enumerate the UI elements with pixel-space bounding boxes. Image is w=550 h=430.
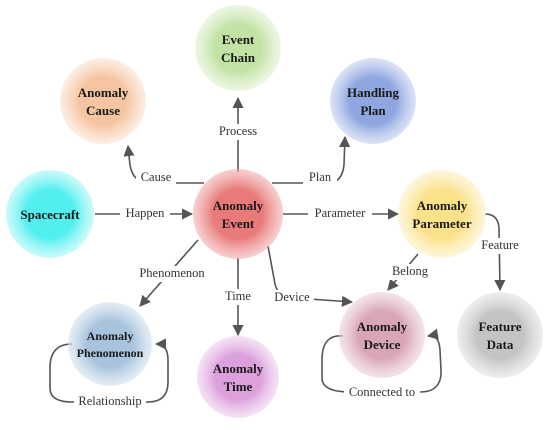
node-event-chain[interactable]: Event Chain [195,5,281,91]
node-event-chain-circle [195,5,281,91]
node-anomaly-event[interactable]: Anomaly Event [193,169,283,259]
node-anomaly-parameter-circle [398,170,486,258]
node-anomaly-device-line2: Device [364,337,401,352]
node-handling-plan[interactable]: Handling Plan [330,58,416,144]
node-feature-data[interactable]: Feature Data [457,292,543,378]
edge-label-happen: Happen [126,206,166,220]
node-anomaly-parameter-line1: Anomaly [417,198,468,213]
node-anomaly-event-circle [193,169,283,259]
edge-label-relationship: Relationship [78,394,141,408]
edge-label-connected-to: Connected to [349,385,415,399]
node-anomaly-event-line2: Event [222,216,255,231]
node-spacecraft[interactable]: Spacecraft [6,170,94,258]
node-handling-plan-circle [330,58,416,144]
node-anomaly-time-line2: Time [224,379,253,394]
node-event-chain-line2: Chain [221,50,256,65]
node-anomaly-cause-circle [60,58,146,144]
edge-label-device: Device [274,290,310,304]
node-anomaly-cause-line1: Anomaly [78,85,129,100]
node-feature-data-line2: Data [487,337,514,352]
node-feature-data-circle [457,292,543,378]
edge-label-plan: Plan [309,170,332,184]
node-anomaly-cause[interactable]: Anomaly Cause [60,58,146,144]
node-feature-data-line1: Feature [478,319,521,334]
node-anomaly-phenomenon[interactable]: Anomaly Phenomenon [68,302,152,386]
node-handling-plan-line2: Plan [360,103,386,118]
edge-feature-line [484,213,506,292]
node-spacecraft-line1: Spacecraft [20,207,80,222]
node-handling-plan-line1: Handling [347,85,400,100]
node-anomaly-parameter[interactable]: Anomaly Parameter [398,170,486,258]
node-anomaly-device-line1: Anomaly [357,319,408,334]
node-anomaly-phenomenon-line1: Anomaly [87,329,134,343]
node-spacecraft-circle [6,170,94,258]
node-anomaly-time[interactable]: Anomaly Time [197,336,279,418]
node-anomaly-device[interactable]: Anomaly Device [339,292,425,378]
edge-label-cause: Cause [141,170,172,184]
node-anomaly-phenomenon-line2: Phenomenon [77,346,144,360]
node-anomaly-time-circle [197,336,279,418]
edge-label-parameter: Parameter [315,206,367,220]
node-event-chain-line1: Event [222,32,255,47]
edge-label-time: Time [225,289,251,303]
node-anomaly-event-line1: Anomaly [213,198,264,213]
edge-label-phenomenon: Phenomenon [139,266,205,280]
edge-labels: Process Cause Plan Happen Parameter Feat… [74,124,524,410]
edge-label-belong: Belong [392,264,429,278]
node-anomaly-phenomenon-circle [68,302,152,386]
edge-label-feature: Feature [481,238,519,252]
node-anomaly-time-line1: Anomaly [213,361,264,376]
node-anomaly-cause-line2: Cause [86,103,120,118]
nodes: Event Chain Anomaly Cause Handling Plan … [6,5,543,418]
node-anomaly-parameter-line2: Parameter [412,216,471,231]
edge-label-process: Process [219,124,257,138]
node-anomaly-device-circle [339,292,425,378]
